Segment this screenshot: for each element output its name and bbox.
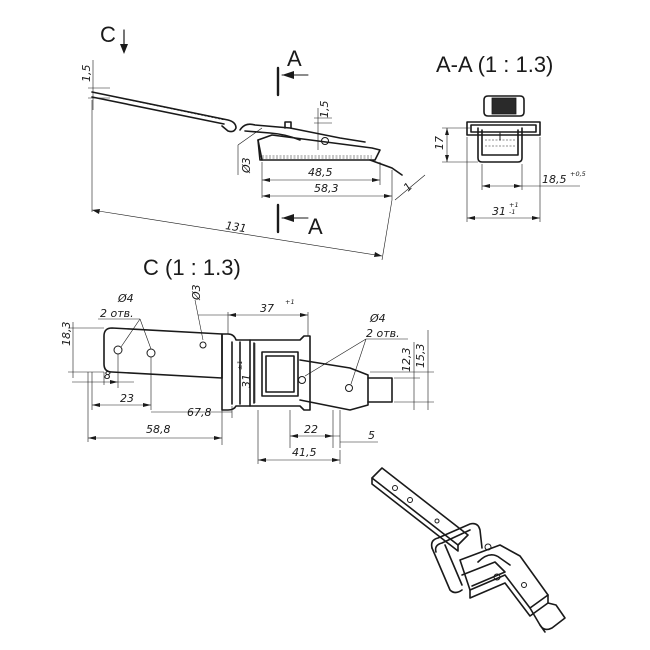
- dim-plan-hole-mid: Ø3: [190, 284, 204, 341]
- latch-body: [239, 121, 403, 176]
- plan-view: C (1 : 1.3) Ø4 2 отв.: [60, 255, 434, 464]
- dim-1: 1: [394, 174, 426, 201]
- dim-plan-bottom: 8 23 67,8 58,8 22 5: [72, 354, 378, 464]
- view-c-label: C: [100, 22, 116, 47]
- dim-w18: 18,5: [542, 173, 567, 186]
- dim-hole-left-count: 2 отв.: [100, 307, 134, 320]
- dim-d48: 48,5: [308, 166, 333, 179]
- dim-hole-right-dia: Ø4: [369, 312, 386, 325]
- dim-d58: 58,3: [314, 182, 339, 195]
- dim-hole-left-dia: Ø4: [117, 292, 134, 305]
- dim-section-17: 17: [433, 127, 478, 163]
- dim-t1: 1,5: [80, 65, 93, 83]
- dim-d37-tol: +1: [285, 298, 295, 306]
- dim-d12-3: 12,3: [400, 348, 413, 373]
- dim-w31-tol-dn: -1: [509, 208, 515, 216]
- dim-hole-right-count: 2 отв.: [366, 327, 400, 340]
- dim-section-18: 18,5 +0,5: [481, 164, 586, 190]
- dim-t2: 1,5: [318, 101, 331, 119]
- section-geometry: [466, 95, 541, 163]
- dim-d15-3: 15,3: [414, 344, 427, 369]
- dim-d67-8: 67,8: [187, 406, 212, 419]
- dim-thickness-latch: 1,5: [314, 101, 332, 150]
- dim-d1: 1: [401, 180, 415, 194]
- dim-d8: 8: [104, 369, 111, 382]
- dim-section-31: 31 +1 -1: [466, 137, 541, 222]
- dim-hole-mid-dia: Ø3: [190, 284, 203, 301]
- detail-title: C (1 : 1.3): [143, 255, 241, 280]
- dim-hole-side: Ø3: [237, 127, 263, 175]
- dim-w31: 31: [492, 205, 506, 218]
- dim-plan-31: 31 ±1: [236, 343, 256, 403]
- dim-d131: 131: [225, 219, 248, 235]
- section-cut-top-label: A: [287, 46, 302, 71]
- dim-plan-37: 37 +1: [198, 298, 309, 336]
- dim-d22: 22: [304, 423, 318, 436]
- dim-d18-3: 18,3: [60, 322, 73, 347]
- section-cut-bottom-label: A: [308, 214, 323, 239]
- dim-d31: 31: [240, 374, 253, 388]
- dim-hole: Ø3: [240, 157, 253, 174]
- dim-48-58: 48,5 58,3: [261, 162, 393, 200]
- dim-w31-tol-up: +1: [509, 201, 519, 209]
- dim-thickness-left: 1,5: [80, 60, 110, 110]
- dim-d23: 23: [120, 392, 134, 405]
- isometric-view: [371, 467, 566, 633]
- dim-d31-tol: ±1: [236, 360, 244, 370]
- plan-latch-body: [221, 333, 393, 411]
- dim-plan-12-15: 12,3 15,3: [370, 330, 434, 410]
- section-view: A-A (1 : 1.3) 17 18,5: [433, 52, 586, 222]
- dim-w18-tol: +0,5: [570, 170, 586, 178]
- section-cut-top: A: [276, 46, 309, 97]
- section-title: A-A (1 : 1.3): [436, 52, 553, 77]
- dim-d37: 37: [260, 302, 274, 315]
- dim-plan-hole-left: Ø4 2 отв.: [98, 292, 152, 350]
- view-c-marker: C: [100, 22, 128, 54]
- dim-d5: 5: [368, 429, 375, 442]
- plan-hook-plate: [103, 327, 223, 379]
- dim-h17: 17: [433, 136, 446, 150]
- dim-d41-5: 41,5: [292, 446, 317, 459]
- hook-plate: [91, 91, 237, 133]
- section-cut-bottom: A: [276, 203, 323, 239]
- dim-plan-18-3: 18,3: [60, 322, 104, 378]
- dim-d58-8: 58,8: [146, 423, 171, 436]
- dim-131: 131: [91, 100, 393, 261]
- dim-plan-hole-right: Ø4 2 отв.: [304, 312, 408, 385]
- side-view: A A: [80, 46, 426, 261]
